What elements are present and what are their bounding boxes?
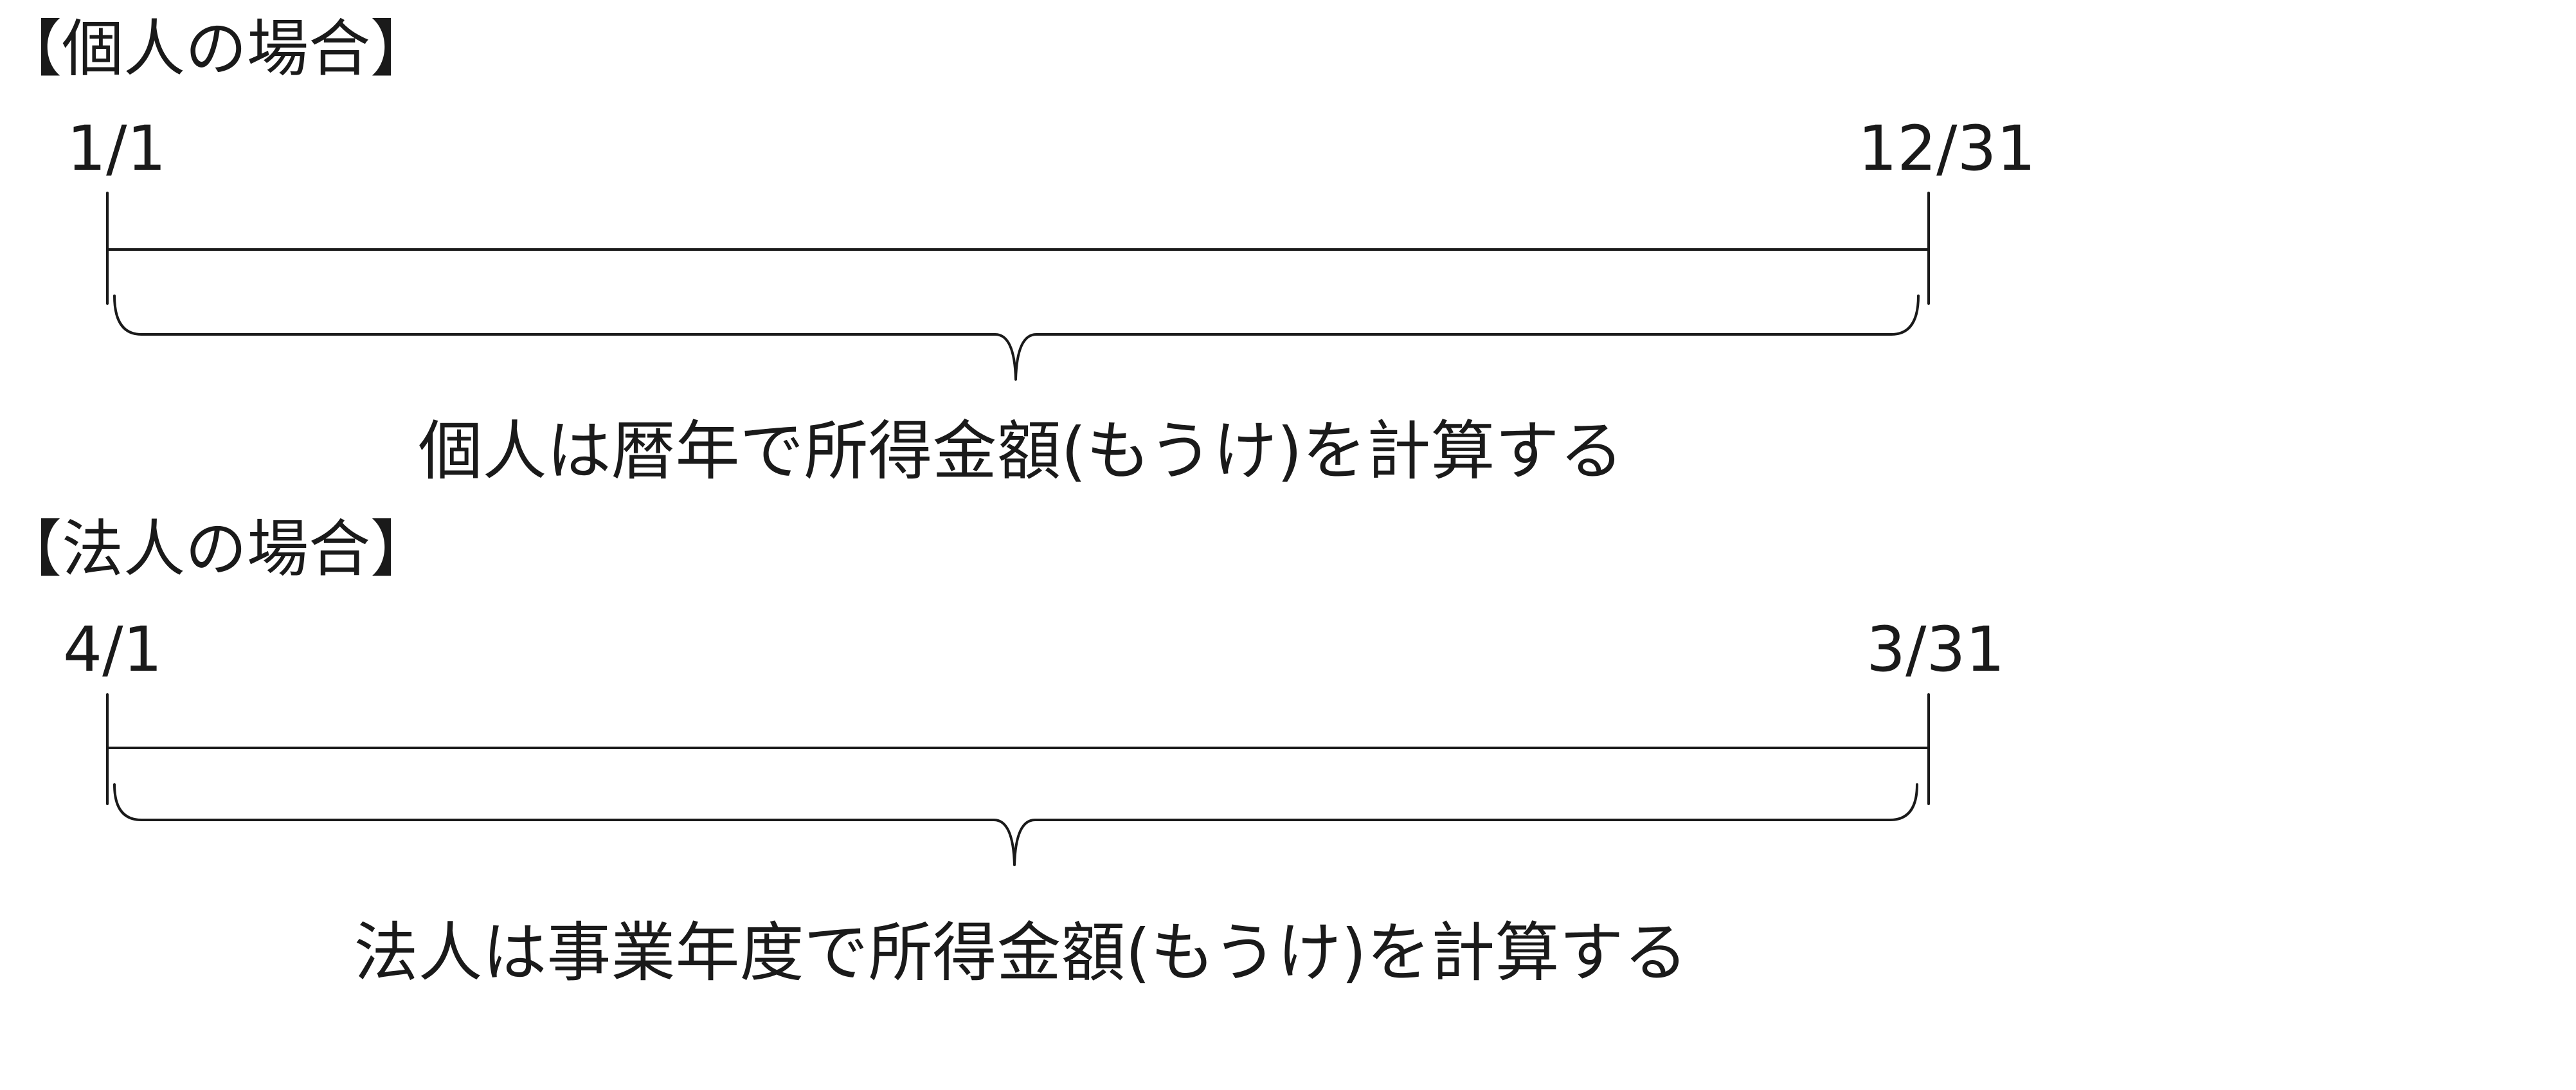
corporation-period-brace [113,783,1918,866]
corporation-caption: 法人は事業年度で所得金額(もうけ)を計算する [354,915,1688,990]
corporation-end-date: 3/31 [1866,613,2005,686]
individual-heading: 【個人の場合】 [0,13,432,85]
individual-caption: 個人は暦年で所得金額(もうけ)を計算する [418,413,1624,489]
corporation-start-date: 4/1 [63,613,163,686]
corporation-heading: 【法人の場合】 [0,513,432,585]
individual-start-date: 1/1 [67,113,167,185]
individual-period-brace [113,295,1920,381]
individual-end-date: 12/31 [1858,113,2036,185]
